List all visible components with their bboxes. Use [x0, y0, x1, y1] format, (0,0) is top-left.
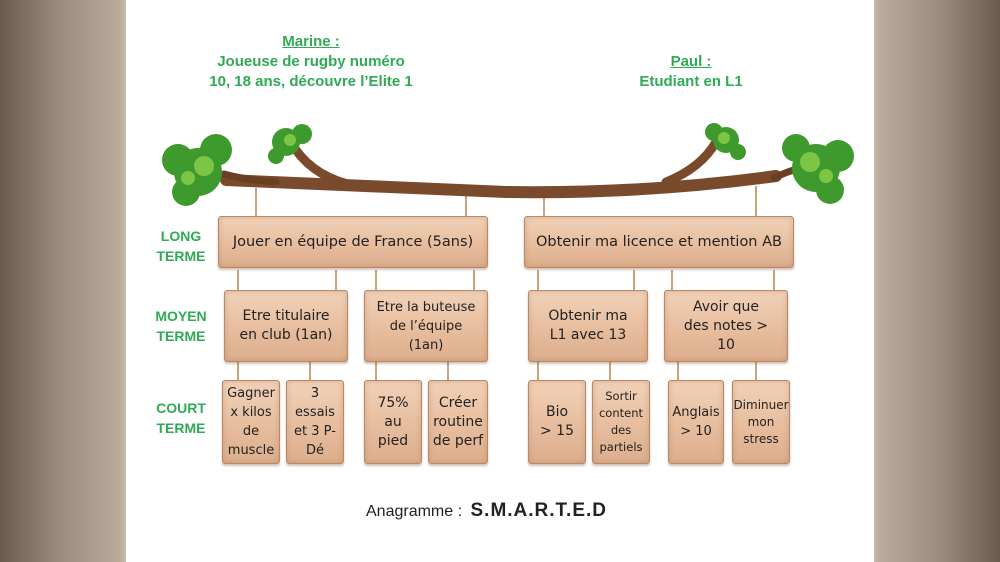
label-moyen-line-1: MOYEN [155, 308, 207, 324]
plank-line: Etre la buteuse [376, 299, 476, 315]
label-court-line-1: COURT [156, 400, 206, 416]
plank-line: partiels [599, 440, 643, 454]
marine-name: Marine : [282, 33, 340, 50]
court-terme-plank: Gagner x kilos de muscle [222, 380, 280, 464]
label-court-line-2: TERME [156, 420, 206, 436]
plank-line: Anglais [672, 405, 720, 420]
marine-line-2: 10, 18 ans, découvre l’Elite 1 [209, 73, 413, 90]
plank-line: de l’équipe [389, 318, 463, 334]
plank-line: Diminuer [733, 397, 789, 412]
plank-line: pied [377, 432, 409, 449]
plank-line: Bio [545, 404, 569, 420]
plank-line: (1an) [408, 337, 444, 353]
label-long-terme: LONG TERME [146, 226, 216, 266]
plank-line: Dé [305, 443, 324, 458]
plank-line: Sortir [605, 389, 637, 403]
marine-description: Marine : Joueuse de rugby numéro 10, 18 … [176, 32, 446, 92]
long-terme-plank-paul: Obtenir ma licence et mention AB [524, 216, 794, 268]
label-long-line-2: TERME [156, 248, 206, 264]
moyen-terme-plank: Etre titulaire en club (1an) [224, 290, 348, 362]
plank-line: Obtenir ma [548, 308, 628, 324]
plank-line: en club (1an) [239, 327, 333, 343]
plank-line: 10 [717, 336, 735, 353]
moyen-terme-plank: Etre la buteuse de l’équipe (1an) [364, 290, 488, 362]
court-terme-plank: Anglais > 10 [668, 380, 724, 464]
plank-line: au [384, 413, 402, 430]
court-terme-plank: 3 essais et 3 P- Dé [286, 380, 344, 464]
court-terme-plank: Bio > 15 [528, 380, 586, 464]
plank-line: content [598, 406, 644, 420]
plank-line: 75% [377, 394, 409, 411]
plank-line: mon [747, 414, 775, 429]
plank-line: routine [433, 413, 483, 430]
plank-line: > 15 [540, 423, 574, 439]
plank-line: muscle [227, 443, 275, 458]
court-terme-plank: 75% au pied [364, 380, 422, 464]
plank-line: x kilos [230, 405, 272, 420]
plank-line: et 3 P- [294, 424, 336, 439]
anagram-value: S.M.A.R.T.E.D [470, 500, 608, 521]
plank-line: Créer [438, 394, 478, 411]
label-court-terme: COURT TERME [146, 398, 216, 438]
tree-branch-illustration [162, 123, 854, 382]
slide: Marine : Joueuse de rugby numéro 10, 18 … [126, 0, 874, 562]
moyen-terme-plank: Avoir que des notes > 10 [664, 290, 788, 362]
long-terme-text: Obtenir ma licence et mention AB [536, 234, 782, 250]
paul-name: Paul : [670, 53, 712, 70]
anagram-label: Anagramme : [366, 503, 463, 520]
plank-line: L1 avec 13 [549, 327, 627, 343]
plank-line: 3 essais [295, 386, 335, 420]
marine-line-1: Joueuse de rugby numéro [217, 53, 405, 70]
anagram-footer: Anagramme : S.M.A.R.T.E.D [366, 500, 636, 522]
plank-line: stress [743, 431, 779, 446]
label-moyen-line-2: TERME [156, 328, 206, 344]
moyen-terme-plank: Obtenir ma L1 avec 13 [528, 290, 648, 362]
label-long-line-1: LONG [160, 228, 202, 244]
plank-line: > 10 [680, 424, 712, 439]
plank-line: de [242, 424, 260, 439]
court-terme-plank: Sortir content des partiels [592, 380, 650, 464]
long-terme-plank-marine: Jouer en équipe de France (5ans) [218, 216, 488, 268]
court-terme-plank: Diminuer mon stress [732, 380, 790, 464]
plank-line: de perf [432, 432, 484, 449]
plank-line: Etre titulaire [242, 308, 330, 324]
paul-line-1: Etudiant en L1 [639, 73, 743, 90]
plank-line: des notes > [683, 317, 769, 334]
court-terme-plank: Créer routine de perf [428, 380, 488, 464]
long-terme-text: Jouer en équipe de France (5ans) [232, 234, 474, 250]
paul-description: Paul : Etudiant en L1 [606, 52, 776, 92]
label-moyen-terme: MOYEN TERME [146, 306, 216, 346]
plank-line: Avoir que [692, 298, 760, 315]
plank-line: des [610, 423, 632, 437]
plank-line: Gagner [227, 386, 275, 401]
